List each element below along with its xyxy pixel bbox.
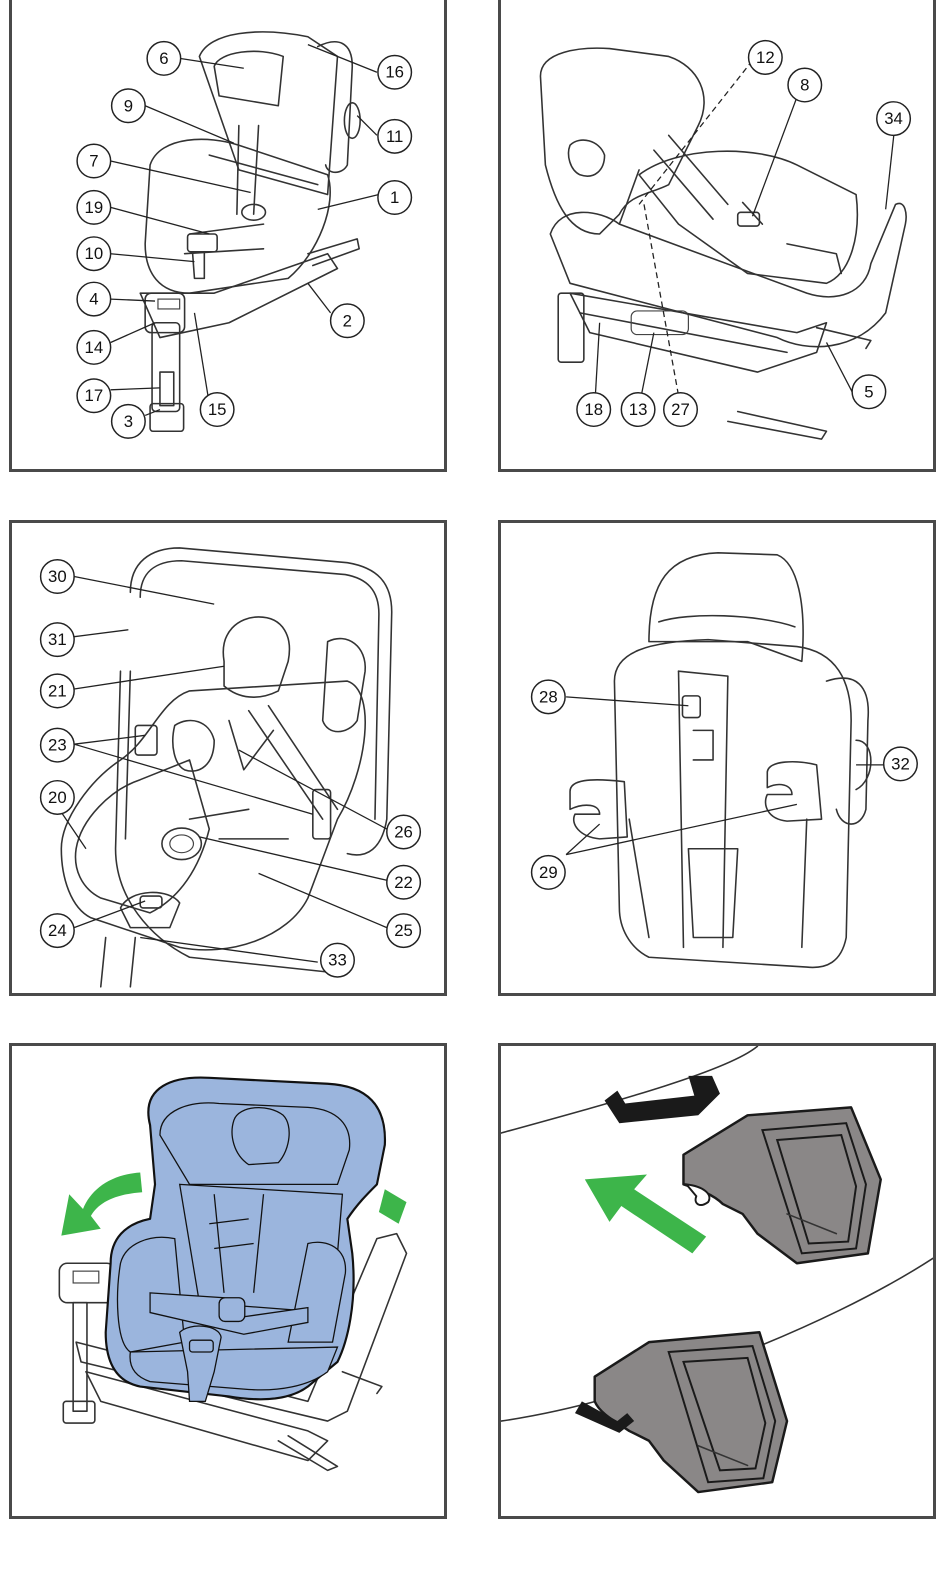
- seat-rear-drawing: 28 32 29: [501, 523, 933, 993]
- svg-text:4: 4: [89, 290, 98, 309]
- svg-text:32: 32: [891, 754, 910, 773]
- callout-11: 11: [378, 120, 412, 154]
- seat-side-rear-drawing: 12 8 34 5 18 13 27: [501, 0, 933, 469]
- callout-2: 2: [331, 304, 365, 338]
- svg-text:3: 3: [124, 412, 133, 431]
- panel-3: 30 31 21 23 20 26 22 25 24 33: [9, 520, 447, 996]
- panel-5: [9, 1043, 447, 1519]
- svg-text:5: 5: [864, 382, 873, 401]
- svg-text:16: 16: [385, 63, 404, 82]
- svg-text:6: 6: [159, 49, 168, 68]
- callout-27: 27: [664, 393, 698, 427]
- callout-15: 15: [200, 393, 234, 427]
- callout-30: 30: [41, 560, 75, 594]
- callout-16: 16: [378, 55, 412, 89]
- callout-12: 12: [749, 41, 783, 75]
- svg-text:26: 26: [394, 822, 413, 841]
- svg-text:29: 29: [539, 863, 558, 882]
- svg-text:34: 34: [884, 109, 903, 128]
- svg-text:17: 17: [85, 386, 104, 405]
- svg-text:31: 31: [48, 630, 67, 649]
- svg-text:24: 24: [48, 921, 67, 940]
- callout-26: 26: [387, 815, 421, 849]
- callout-13: 13: [621, 393, 655, 427]
- callout-9: 9: [112, 89, 146, 123]
- callout-24: 24: [41, 914, 75, 948]
- callout-33: 33: [321, 943, 355, 977]
- isofix-guide-drawing: [501, 1046, 933, 1516]
- callout-29: 29: [532, 856, 566, 890]
- seat-rotation-drawing: [12, 1046, 444, 1516]
- callout-28: 28: [532, 680, 566, 714]
- svg-text:23: 23: [48, 736, 67, 755]
- svg-text:8: 8: [800, 76, 809, 95]
- callout-19: 19: [77, 191, 111, 225]
- callout-14: 14: [77, 331, 111, 365]
- callout-21: 21: [41, 674, 75, 708]
- svg-text:33: 33: [328, 951, 347, 970]
- svg-text:11: 11: [386, 127, 403, 146]
- seat-side-front-drawing: 6 16 9 11 7 1 19 10 4 2 14 17 15 3: [12, 0, 444, 469]
- svg-text:1: 1: [390, 188, 399, 207]
- callout-1: 1: [378, 181, 412, 215]
- callout-20: 20: [41, 781, 75, 815]
- callout-5: 5: [852, 375, 886, 409]
- callout-18: 18: [577, 393, 611, 427]
- svg-text:19: 19: [85, 198, 104, 217]
- svg-text:14: 14: [85, 338, 104, 357]
- svg-text:20: 20: [48, 788, 67, 807]
- svg-text:22: 22: [394, 873, 413, 892]
- svg-text:21: 21: [48, 681, 67, 700]
- callout-10: 10: [77, 237, 111, 271]
- callout-3: 3: [112, 405, 146, 439]
- svg-text:30: 30: [48, 567, 67, 586]
- callout-22: 22: [387, 866, 421, 900]
- callout-4: 4: [77, 282, 111, 316]
- callout-6: 6: [147, 42, 181, 76]
- panel-1: 6 16 9 11 7 1 19 10 4 2 14 17 15 3: [9, 0, 447, 472]
- callout-34: 34: [877, 102, 911, 136]
- svg-text:28: 28: [539, 687, 558, 706]
- callout-32: 32: [884, 747, 918, 781]
- svg-text:7: 7: [89, 152, 98, 171]
- svg-text:27: 27: [671, 400, 690, 419]
- callout-23: 23: [41, 728, 75, 762]
- svg-text:10: 10: [85, 244, 104, 263]
- rotate-arrow-right-icon: [379, 1189, 407, 1224]
- callout-17: 17: [77, 379, 111, 413]
- callout-25: 25: [387, 914, 421, 948]
- panel-2: 12 8 34 5 18 13 27: [498, 0, 936, 472]
- panel-6: [498, 1043, 936, 1519]
- svg-text:12: 12: [756, 48, 775, 67]
- panel-4: 28 32 29: [498, 520, 936, 996]
- svg-text:13: 13: [629, 400, 648, 419]
- svg-text:25: 25: [394, 921, 413, 940]
- callout-31: 31: [41, 623, 75, 657]
- svg-text:15: 15: [208, 400, 227, 419]
- seat-insert-drawing: 30 31 21 23 20 26 22 25 24 33: [12, 523, 444, 993]
- svg-text:9: 9: [124, 96, 133, 115]
- callout-7: 7: [77, 144, 111, 178]
- svg-text:2: 2: [343, 311, 352, 330]
- callout-8: 8: [788, 68, 822, 102]
- svg-text:18: 18: [584, 400, 603, 419]
